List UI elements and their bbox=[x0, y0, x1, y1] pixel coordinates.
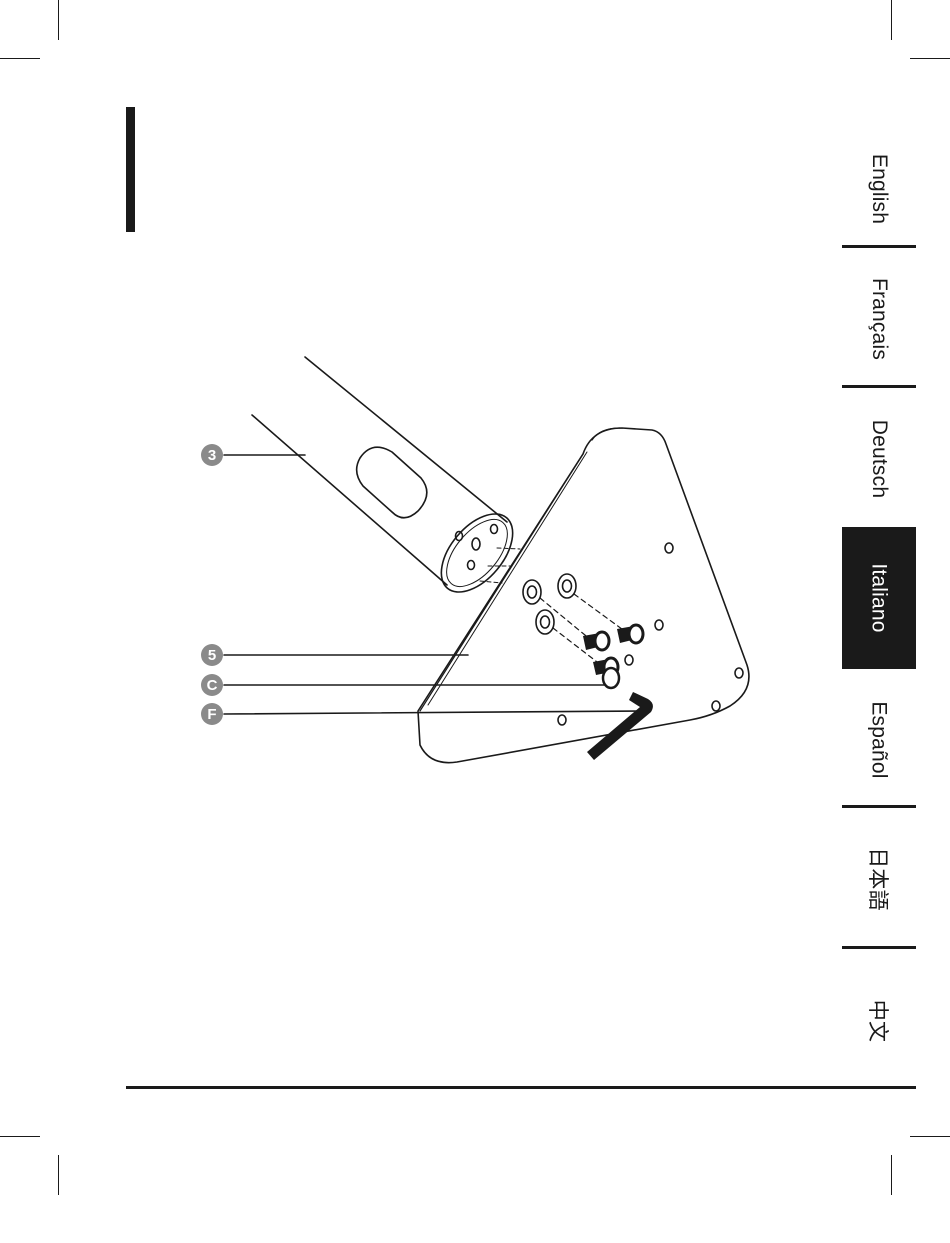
lang-tab-english[interactable]: English bbox=[842, 118, 916, 260]
lang-tab-espanol[interactable]: Español bbox=[842, 669, 916, 811]
lang-tab-italiano[interactable]: Italiano bbox=[842, 527, 916, 669]
lang-label: Italiano bbox=[867, 563, 891, 632]
bottom-rule bbox=[126, 1086, 916, 1089]
callout-5: 5 bbox=[201, 644, 223, 666]
callout-label-3: 3 bbox=[208, 447, 216, 464]
lang-tab-deutsch[interactable]: Deutsch bbox=[842, 388, 916, 530]
tube-end bbox=[428, 501, 527, 605]
lang-label: Español bbox=[867, 701, 891, 778]
callout-label-f: F bbox=[207, 706, 216, 723]
callout-3: 3 bbox=[201, 444, 223, 466]
tube-body bbox=[252, 357, 507, 585]
lang-tab-francais[interactable]: Français bbox=[842, 248, 916, 390]
lang-label: Deutsch bbox=[867, 420, 891, 498]
divider bbox=[842, 946, 916, 949]
lang-label: Français bbox=[867, 278, 891, 360]
language-sidebar: English Français Deutsch Italiano Españo… bbox=[842, 118, 916, 1078]
lang-tab-japanese[interactable]: 日本語 bbox=[842, 808, 916, 950]
allen-key bbox=[587, 692, 653, 760]
lang-label: 中文 bbox=[864, 1000, 894, 1042]
callout-f: F bbox=[201, 703, 223, 725]
callout-label-c: C bbox=[207, 677, 218, 694]
lang-label: 日本語 bbox=[864, 847, 894, 911]
lang-label: English bbox=[867, 154, 891, 224]
tube-cutout bbox=[357, 447, 427, 518]
lang-tab-chinese[interactable]: 中文 bbox=[842, 950, 916, 1092]
callout-c: C bbox=[201, 674, 223, 696]
callout-label-5: 5 bbox=[208, 647, 216, 664]
